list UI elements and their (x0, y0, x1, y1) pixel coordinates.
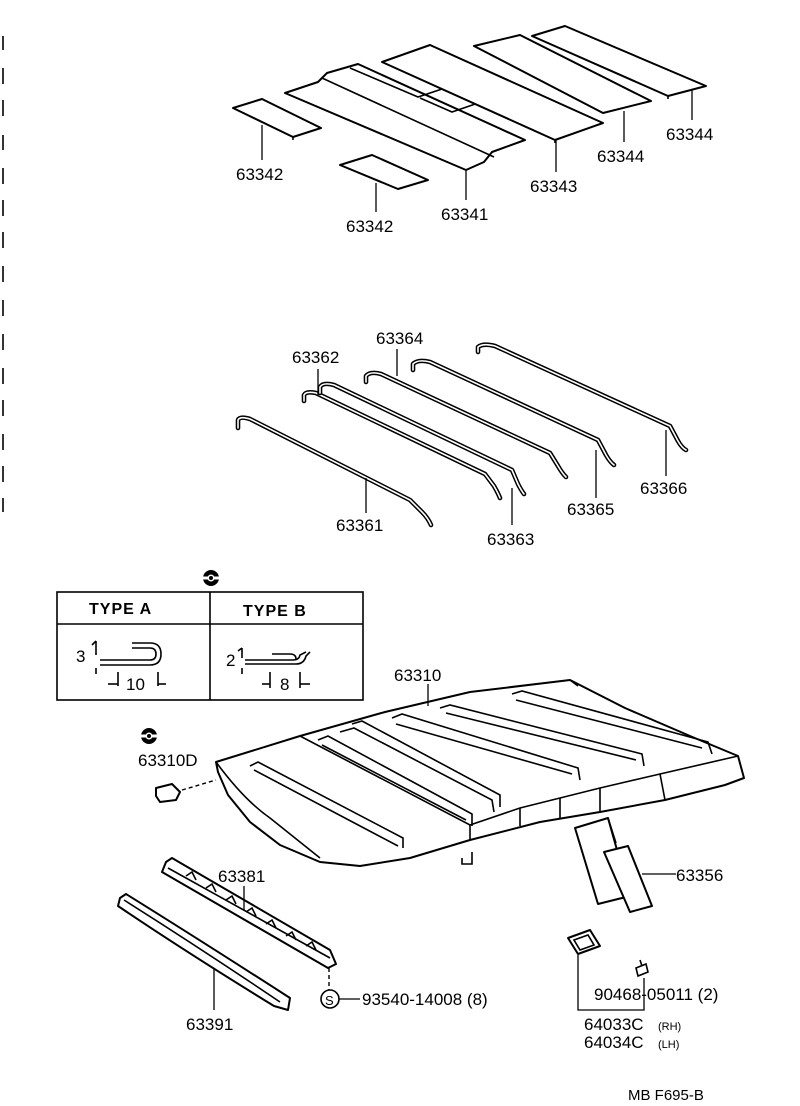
screw-symbol: S (320, 989, 340, 1009)
label-63342-lower: 63342 (346, 217, 393, 236)
wire-63363 (317, 381, 527, 497)
wire-group: 63361 63362 63363 63364 63365 63366 (235, 329, 689, 549)
headlining-group: 63310 63310D 63356 (138, 666, 745, 913)
type-b-height: 2 (226, 651, 235, 670)
label-63344-inner: 63344 (597, 147, 644, 166)
label-63365: 63365 (567, 500, 614, 519)
wire-63366 (475, 342, 689, 453)
label-screw: 93540-14008 (8) (362, 990, 488, 1009)
label-63364: 63364 (376, 329, 423, 348)
pad-middle (381, 44, 604, 141)
type-table: TYPE A TYPE B 3 10 (56, 570, 364, 701)
label-63344-outer: 63344 (666, 125, 713, 144)
non-reusable-symbol (203, 570, 219, 586)
label-lh: (LH) (658, 1039, 679, 1051)
moulding-63391 (117, 893, 291, 1011)
type-b-clip-sketch (237, 647, 311, 688)
type-b-width: 8 (280, 675, 289, 694)
wire-63361 (235, 415, 434, 528)
pad-small-lower (339, 154, 429, 190)
clip-63310d (141, 728, 217, 803)
label-63361: 63361 (336, 516, 383, 535)
label-63391: 63391 (186, 1015, 233, 1034)
svg-text:S: S (325, 993, 334, 1008)
wire-63362 (301, 390, 503, 501)
type-b-header: TYPE B (243, 603, 307, 620)
retainer-63381 (161, 857, 337, 969)
front-parts-group: S 63381 63391 93540-14008 (8) (117, 857, 488, 1034)
wire-63364 (363, 370, 569, 480)
label-63342-upper: 63342 (236, 165, 283, 184)
label-63366: 63366 (640, 479, 687, 498)
pad-right-inner (473, 34, 652, 114)
lamp-bulb (635, 959, 649, 978)
pad-small-upper (232, 98, 322, 138)
label-63310: 63310 (394, 666, 441, 685)
label-63341: 63341 (441, 205, 488, 224)
label-63363: 63363 (487, 530, 534, 549)
label-63356: 63356 (676, 866, 723, 885)
lamp-housing (567, 929, 601, 955)
lamp-group: 90468-05011 (2) 64033C (RH) 64034C (LH) (567, 929, 718, 1052)
type-a-width: 10 (126, 675, 145, 694)
label-63362: 63362 (292, 348, 339, 367)
label-63381: 63381 (218, 867, 265, 886)
wire-63365 (410, 358, 617, 468)
figure-code: MB F695-B (628, 1087, 704, 1104)
type-a-height: 3 (76, 647, 85, 666)
label-rh: (RH) (658, 1021, 681, 1033)
label-64033c: 64033C (584, 1015, 644, 1034)
strip-63356 (574, 817, 653, 913)
label-64034c: 64034C (584, 1033, 644, 1052)
label-bulb: 90468-05011 (2) (594, 985, 718, 1004)
pad-group: 63342 63342 63341 63343 63344 63344 (232, 25, 713, 236)
type-a-clip-sketch (91, 640, 166, 686)
type-a-header: TYPE A (89, 601, 152, 618)
pad-right-outer (531, 25, 707, 97)
label-63343: 63343 (530, 177, 577, 196)
label-63310d: 63310D (138, 751, 198, 770)
